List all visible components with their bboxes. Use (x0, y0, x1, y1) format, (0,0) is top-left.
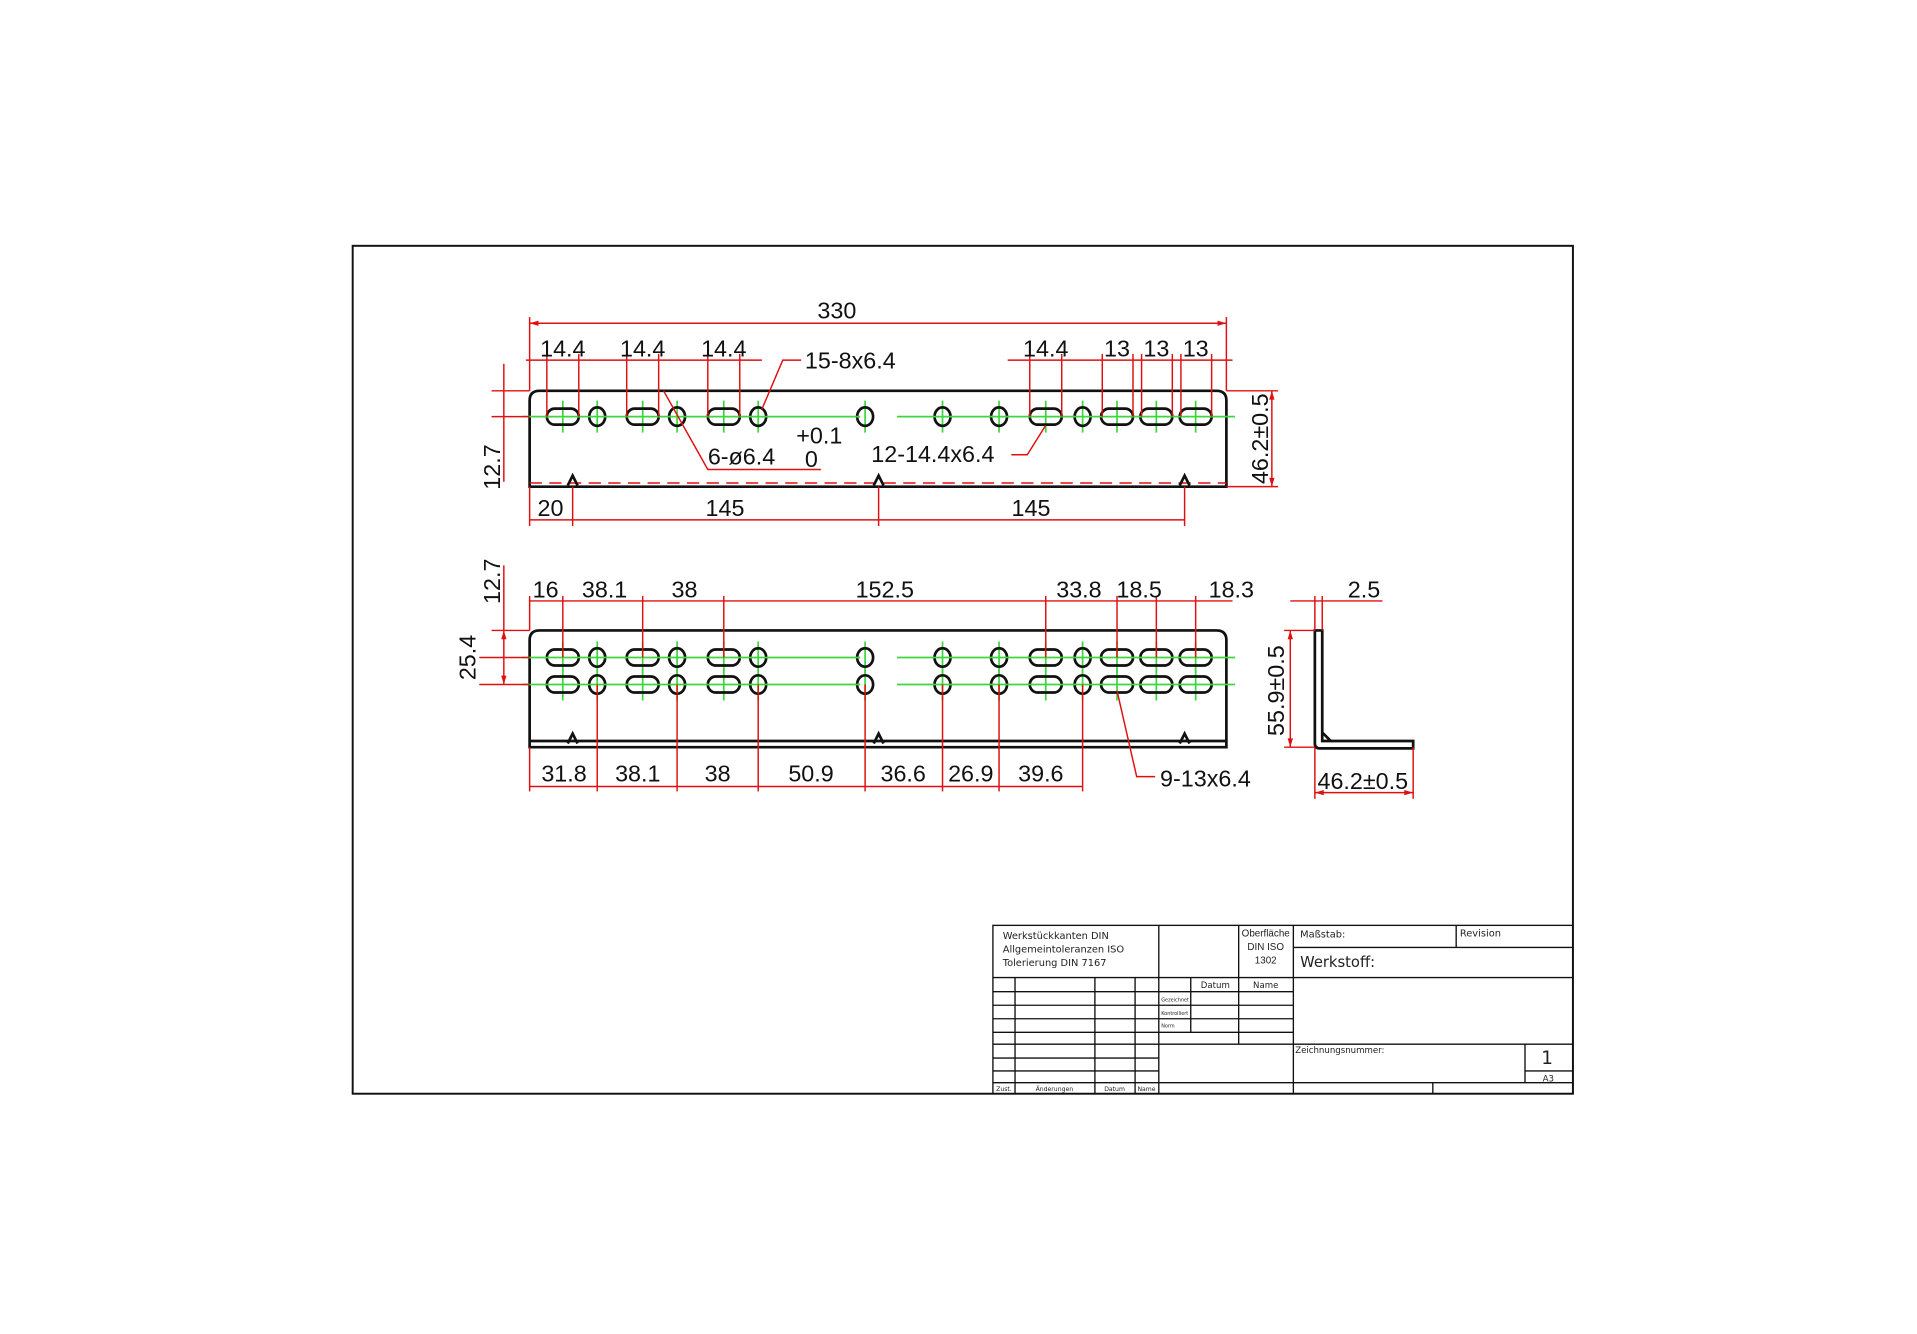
rev-col: Änderungen (1036, 1084, 1074, 1093)
rev-col: Datum (1104, 1086, 1125, 1093)
rev-col: Name (1137, 1086, 1155, 1093)
dim-label: 14.4 (620, 335, 665, 361)
note-line: Tolerierung DIN 7167 (1002, 958, 1107, 969)
bend-mark-icon (872, 472, 885, 487)
tolerance-upper: +0.1 (796, 423, 842, 449)
paper-format: A3 (1543, 1074, 1554, 1084)
dim-label: 38.1 (615, 761, 660, 787)
dim-label: 26.9 (948, 761, 993, 787)
material-label: Werkstoff: (1300, 954, 1375, 971)
bend-mark-icon (566, 730, 579, 745)
dim-label: 36.6 (880, 761, 925, 787)
dim-offset: 12.7 (479, 559, 505, 604)
dim-label: 38.1 (582, 576, 627, 602)
leader-line (761, 359, 802, 410)
top-view-labels: 330 14.4 14.4 14.4 14.4 13 13 13 15-8x6.… (479, 297, 1273, 521)
dim-width-tol: 46.2±0.5 (1317, 768, 1408, 794)
dim-label: 38 (705, 761, 731, 787)
leader-line (1011, 424, 1047, 456)
bend-mark-icon (566, 472, 579, 487)
dim-label: 13 (1183, 335, 1209, 361)
leader-line (1116, 690, 1156, 778)
note-line: Werkstückkanten DIN (1003, 931, 1109, 942)
top-view-plate (528, 389, 1228, 489)
sheet-number: 1 (1541, 1048, 1553, 1069)
side-bend-mark (1321, 731, 1332, 742)
leader-holes: 6-ø6.4 (708, 444, 775, 470)
dim-label: 145 (706, 495, 745, 521)
dim-label: 33.8 (1056, 576, 1101, 602)
bend-mark-icon (1178, 730, 1191, 745)
bend-mark-icon (872, 730, 885, 745)
dim-label: 14.4 (540, 335, 585, 361)
dim-label: 152.5 (856, 576, 914, 602)
leader-slots: 9-13x6.4 (1160, 766, 1251, 792)
scale-label: Maßstab: (1300, 930, 1345, 941)
dim-height-tol: 55.9±0.5 (1263, 645, 1289, 736)
title-block-border (992, 924, 1574, 1095)
revision-label: Revision (1460, 928, 1501, 939)
drawing-frame (351, 244, 1574, 1095)
dim-label: 145 (1012, 495, 1051, 521)
datum-label: Datum (1201, 981, 1230, 991)
note-line: Allgemeintoleranzen ISO (1003, 944, 1125, 955)
surface-line: Oberfläche (1242, 928, 1291, 939)
side-view-profile (1313, 629, 1415, 750)
dim-label: 20 (538, 495, 564, 521)
title-block-text: Werkstückkanten DIN Allgemeintoleranzen … (996, 928, 1554, 1093)
title-block (992, 924, 1574, 1095)
dim-330: 330 (817, 297, 856, 323)
bottom-view-labels: 12.7 25.4 16 38.1 38 152.5 33.8 18.5 18.… (455, 559, 1254, 792)
leader-slots-small: 15-8x6.4 (805, 348, 896, 374)
dim-label: 13 (1104, 335, 1130, 361)
dim-label: 38 (671, 576, 697, 602)
dim-thickness: 2.5 (1348, 576, 1380, 602)
tolerance-lower: 0 (805, 446, 818, 472)
rev-col: Zust. (996, 1086, 1012, 1093)
dim-row-spacing: 25.4 (455, 635, 481, 680)
surface-line: 1302 (1255, 955, 1277, 966)
dim-label: 39.6 (1018, 761, 1063, 787)
surface-line: DIN ISO (1247, 942, 1284, 953)
dim-label: 50.9 (788, 761, 833, 787)
dim-label: 13 (1143, 335, 1169, 361)
dim-label: 18.3 (1209, 576, 1254, 602)
dim-label: 14.4 (701, 335, 746, 361)
dim-label: 18.5 (1116, 576, 1161, 602)
dim-width-tol: 46.2±0.5 (1247, 393, 1273, 484)
dim-label: 14.4 (1023, 335, 1068, 361)
drawn-label: Gezeichnet (1161, 998, 1189, 1004)
checked-label: Kontrolliert (1161, 1011, 1188, 1017)
drawing-number-label: Zeichnungsnummer: (1295, 1046, 1384, 1056)
dim-label: 31.8 (541, 761, 586, 787)
name-label: Name (1253, 981, 1278, 991)
bottom-view-plate (528, 629, 1228, 749)
dim-label: 16 (533, 576, 559, 602)
bend-mark-icon (1178, 472, 1191, 487)
dim-offset: 12.7 (479, 444, 505, 489)
norm-label: Norm (1161, 1023, 1175, 1029)
leader-line (662, 390, 821, 471)
side-view-labels: 2.5 55.9±0.5 46.2±0.5 (1263, 576, 1408, 794)
leader-slots-long: 12-14.4x6.4 (871, 441, 994, 467)
